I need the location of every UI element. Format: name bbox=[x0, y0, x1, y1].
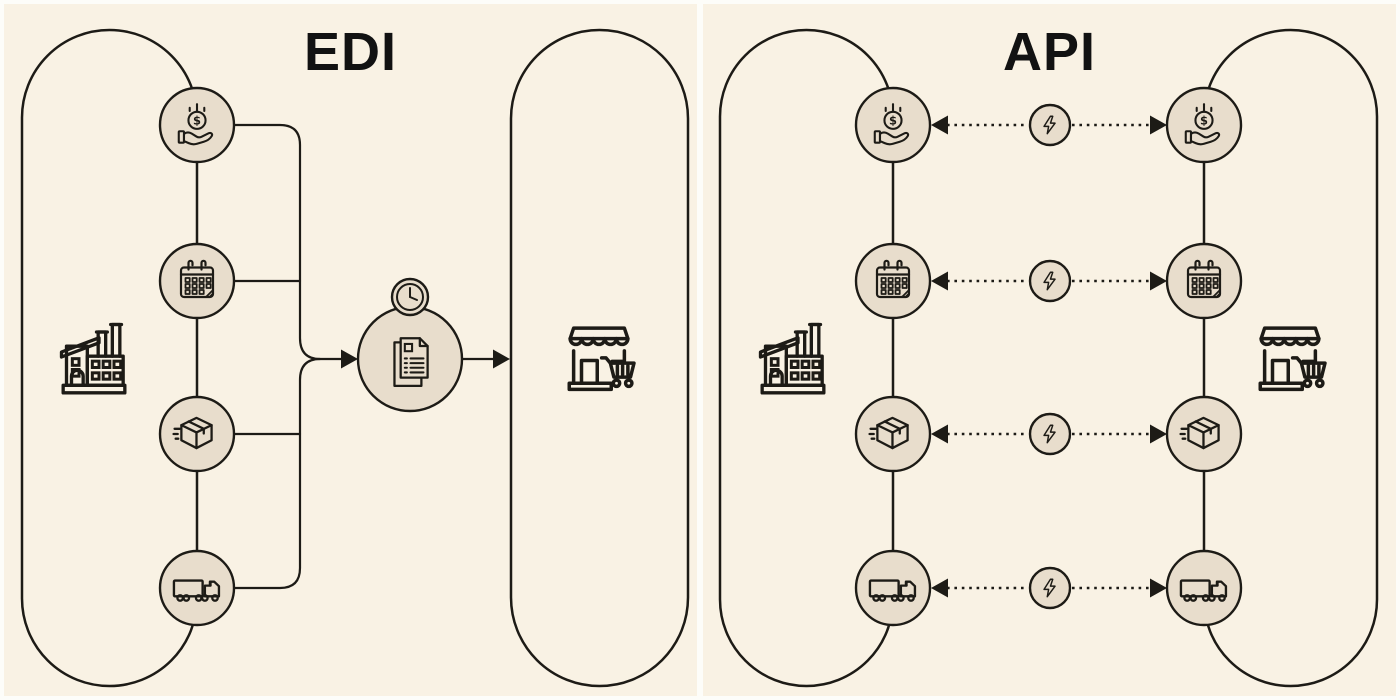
api-bolt-node bbox=[1028, 103, 1072, 147]
api-bolt-node bbox=[1028, 566, 1072, 610]
arrow-left-icon bbox=[931, 271, 948, 291]
arrow-right-icon bbox=[1150, 578, 1167, 598]
edi-connector-shipping bbox=[232, 357, 322, 590]
clock-hour-hand bbox=[409, 296, 418, 301]
factory-icon bbox=[59, 322, 127, 395]
api-title: API bbox=[1002, 22, 1097, 82]
edi-truck-node bbox=[158, 549, 236, 627]
arrow-left-icon bbox=[931, 424, 948, 444]
api-link-payment bbox=[931, 103, 1167, 147]
arrow-right-icon bbox=[1150, 424, 1167, 444]
edi-arrow-to-retailer-icon bbox=[493, 349, 510, 369]
edi-arrow-into-hub-icon bbox=[341, 349, 358, 369]
edi-connector-payment bbox=[232, 123, 344, 361]
edi-diagram bbox=[20, 28, 690, 688]
api-link-shipping bbox=[931, 566, 1167, 610]
api-link-package bbox=[931, 412, 1167, 456]
store-icon bbox=[1258, 326, 1327, 392]
clock-icon bbox=[396, 283, 424, 311]
api-bolt-node bbox=[1028, 259, 1072, 303]
edi-retailer-stadium bbox=[509, 28, 690, 688]
api-retailer-stadium bbox=[1202, 28, 1379, 688]
api-diagram bbox=[718, 28, 1379, 688]
arrow-right-icon bbox=[1150, 115, 1167, 135]
api-link-schedule bbox=[931, 259, 1167, 303]
factory-icon bbox=[758, 322, 826, 395]
api-truck-node-supplier bbox=[854, 549, 932, 627]
store-icon bbox=[567, 326, 636, 392]
edi-title: EDI bbox=[303, 22, 398, 82]
arrow-left-icon bbox=[931, 578, 948, 598]
edi-supplier-stadium bbox=[20, 28, 199, 688]
api-bolt-node bbox=[1028, 412, 1072, 456]
api-truck-node-retailer bbox=[1165, 549, 1243, 627]
arrow-left-icon bbox=[931, 115, 948, 135]
api-supplier-stadium bbox=[718, 28, 895, 688]
arrow-right-icon bbox=[1150, 271, 1167, 291]
